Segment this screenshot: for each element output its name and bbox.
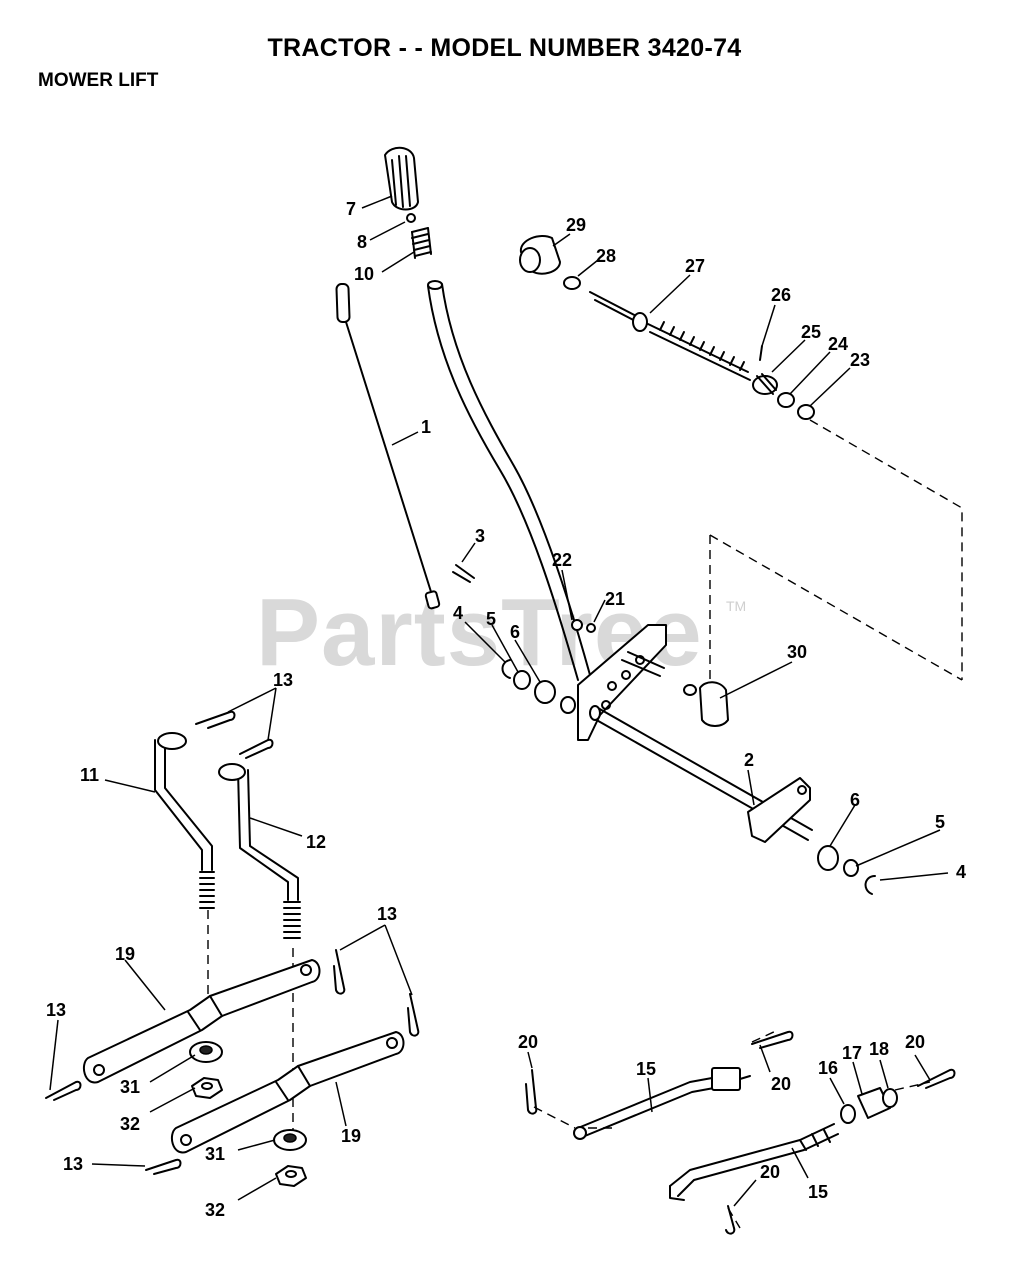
callout-15-upper: 15	[636, 1059, 656, 1079]
callout-4-left: 4	[453, 603, 463, 623]
callout-21: 21	[605, 589, 625, 609]
callout-8: 8	[357, 232, 367, 252]
handle-grip	[384, 146, 419, 223]
hairpin-clips-lower	[525, 1030, 956, 1235]
lift-link-rod-lower	[669, 1087, 898, 1201]
callout-5-right: 5	[935, 812, 945, 832]
lift-arm-lower	[170, 1031, 405, 1154]
adjustment-threaded-rod	[589, 291, 815, 420]
callout-7: 7	[346, 199, 356, 219]
trunnion-bushing	[683, 681, 729, 727]
callout-10: 10	[354, 264, 374, 284]
callout-11: 11	[80, 765, 99, 785]
callout-18: 18	[869, 1039, 889, 1059]
lift-link-right	[218, 763, 301, 939]
callout-26: 26	[771, 285, 791, 305]
spacer-and-nut-upper	[189, 1041, 223, 1099]
lift-cross-shaft	[589, 705, 876, 895]
callout-12: 12	[306, 832, 326, 852]
callout-13-top: 13	[273, 670, 293, 690]
section-title: MOWER LIFT	[38, 70, 159, 91]
callout-19-lower: 19	[341, 1126, 361, 1146]
lift-rod	[335, 282, 441, 610]
watermark-trademark: TM	[726, 598, 747, 614]
callout-leaders	[49, 195, 949, 1207]
clevis-pin	[452, 564, 475, 583]
lift-spring	[411, 227, 432, 259]
callout-20-right: 20	[905, 1032, 925, 1052]
callout-13-right: 13	[377, 904, 397, 924]
callout-17: 17	[842, 1043, 862, 1063]
callout-32-upper: 32	[120, 1114, 140, 1134]
callout-19-upper: 19	[115, 944, 135, 964]
page-title: TRACTOR - - MODEL NUMBER 3420-74	[267, 34, 742, 62]
callout-20-mid: 20	[771, 1074, 791, 1094]
callout-6-right: 6	[850, 790, 860, 810]
callout-16: 16	[818, 1058, 838, 1078]
callout-24: 24	[828, 334, 848, 354]
callout-22: 22	[552, 550, 572, 570]
callout-31-lower: 31	[205, 1144, 225, 1164]
callout-30: 30	[787, 642, 807, 662]
callout-13-left: 13	[46, 1000, 66, 1020]
callout-labels: 7 8 10 1 3 29 28 27 26 25 24 23 22 21 4 …	[46, 199, 966, 1220]
adjustment-knob	[519, 234, 581, 290]
callout-6-left: 6	[510, 622, 520, 642]
callout-2: 2	[744, 750, 754, 770]
lift-link-rod-upper	[573, 1067, 751, 1140]
callout-25: 25	[801, 322, 821, 342]
callout-4-right: 4	[956, 862, 966, 882]
callout-15-lower: 15	[808, 1182, 828, 1202]
callout-20-left: 20	[518, 1032, 538, 1052]
callout-23: 23	[850, 350, 870, 370]
spring-clips	[571, 619, 596, 633]
callout-1: 1	[421, 417, 431, 437]
lift-link-left	[154, 732, 215, 909]
lift-arm-upper	[82, 959, 321, 1084]
callout-3: 3	[475, 526, 485, 546]
cotter-pins-arms	[45, 949, 420, 1175]
left-washers	[501, 659, 576, 714]
callout-13-bottom: 13	[63, 1154, 83, 1174]
callout-31-upper: 31	[120, 1077, 140, 1097]
callout-29: 29	[566, 215, 586, 235]
callout-5-left: 5	[486, 609, 496, 629]
callout-20-bottom: 20	[760, 1162, 780, 1182]
cotter-pins-top	[195, 710, 274, 759]
callout-27: 27	[685, 256, 705, 276]
callout-32-lower: 32	[205, 1200, 225, 1220]
callout-28: 28	[596, 246, 616, 266]
spacer-and-nut-lower	[273, 1129, 307, 1187]
